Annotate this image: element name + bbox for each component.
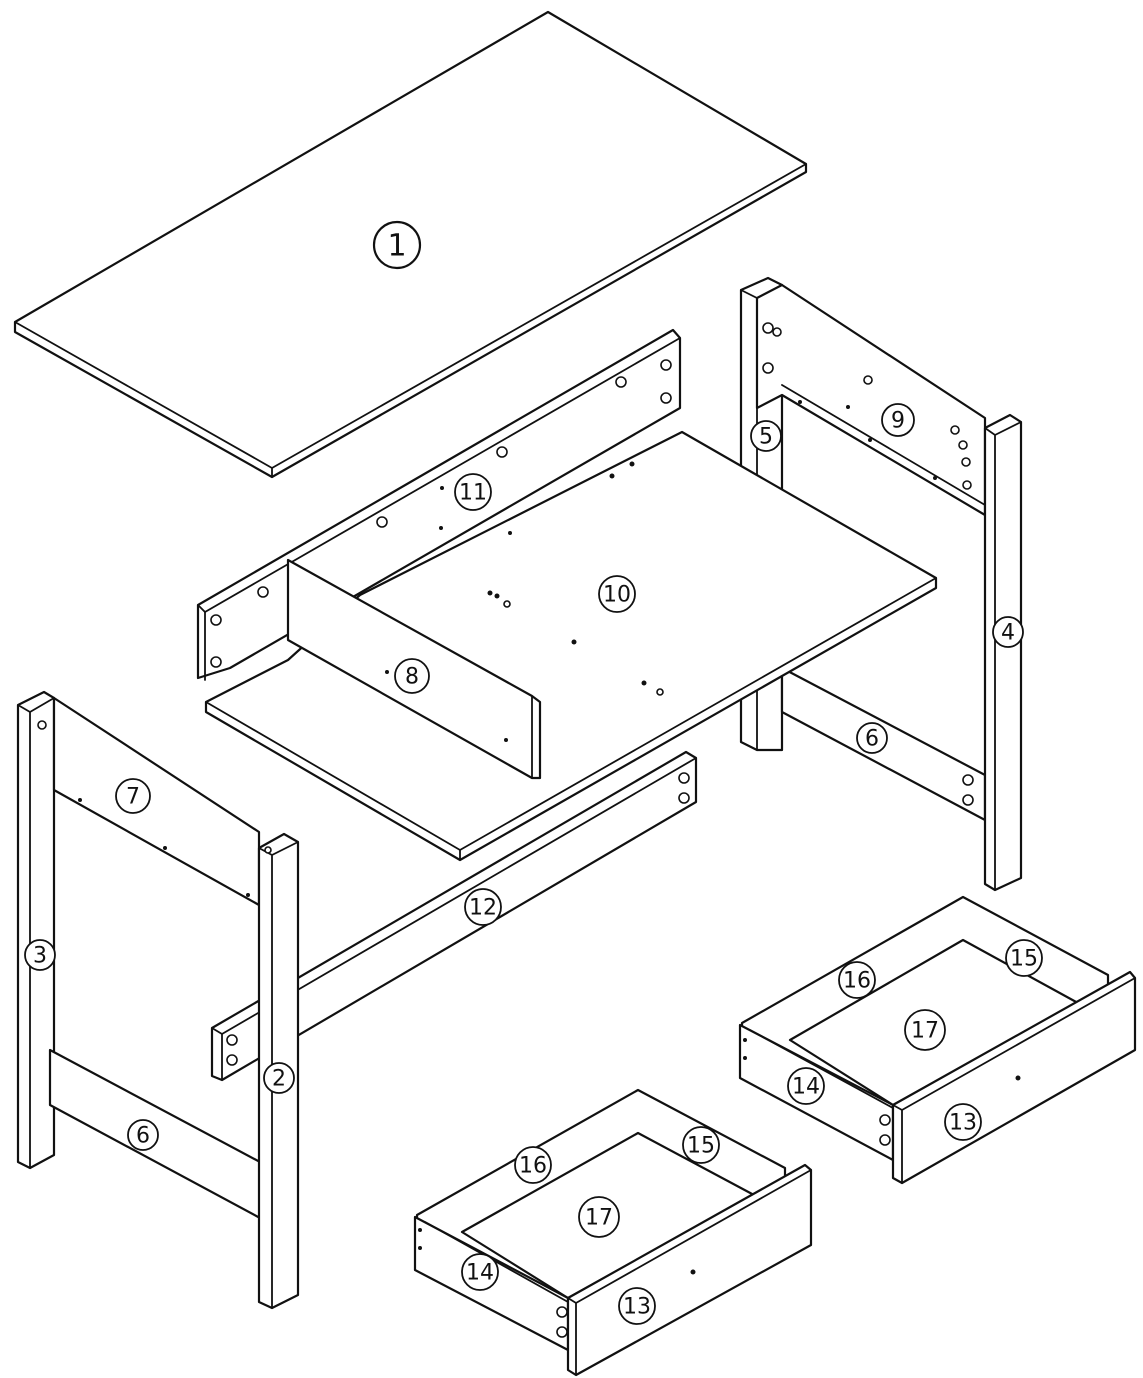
part-7-left-side-panel — [52, 696, 261, 907]
part-4-front-right-leg — [983, 413, 1023, 892]
callout-5: 5 — [750, 420, 782, 452]
svg-text:15: 15 — [1010, 947, 1038, 972]
callout-13-left: 13 — [618, 1287, 656, 1325]
callout-12: 12 — [464, 888, 502, 926]
svg-text:4: 4 — [1001, 621, 1015, 646]
svg-text:7: 7 — [126, 785, 140, 810]
callout-14-left: 14 — [461, 1253, 499, 1291]
part-12-front-rail — [210, 750, 698, 1082]
part-10-shelf-board — [204, 430, 938, 862]
svg-text:17: 17 — [585, 1206, 613, 1231]
callout-17-right: 17 — [904, 1009, 946, 1051]
callout-4: 4 — [992, 616, 1024, 648]
callout-8: 8 — [394, 658, 430, 694]
callout-13-right: 13 — [944, 1103, 982, 1141]
callout-16-left: 16 — [514, 1146, 552, 1184]
svg-text:1: 1 — [387, 229, 406, 264]
callout-9: 9 — [881, 403, 915, 437]
callout-10: 10 — [598, 575, 636, 613]
svg-text:14: 14 — [792, 1075, 820, 1100]
callout-7: 7 — [115, 778, 151, 814]
callout-3: 3 — [24, 939, 56, 971]
callout-16-right: 16 — [838, 961, 876, 999]
svg-text:5: 5 — [759, 425, 773, 450]
callout-6-left: 6 — [127, 1119, 159, 1151]
svg-text:10: 10 — [603, 583, 631, 608]
svg-text:15: 15 — [687, 1134, 715, 1159]
svg-text:14: 14 — [466, 1261, 494, 1286]
callout-15-right: 15 — [1005, 939, 1043, 977]
svg-text:9: 9 — [891, 409, 905, 434]
callout-11: 11 — [454, 473, 492, 511]
svg-text:16: 16 — [843, 969, 871, 994]
callout-6-right: 6 — [856, 722, 888, 754]
callout-17-left: 17 — [578, 1196, 620, 1238]
svg-text:13: 13 — [949, 1111, 977, 1136]
svg-text:16: 16 — [519, 1154, 547, 1179]
svg-text:8: 8 — [405, 665, 419, 690]
svg-text:3: 3 — [33, 944, 47, 969]
callout-2: 2 — [263, 1062, 295, 1094]
callout-14-right: 14 — [787, 1067, 825, 1105]
svg-text:2: 2 — [272, 1067, 286, 1092]
svg-text:13: 13 — [623, 1295, 651, 1320]
callout-1: 1 — [372, 220, 422, 270]
svg-text:6: 6 — [136, 1124, 150, 1149]
callout-15-left: 15 — [682, 1126, 720, 1164]
svg-text:17: 17 — [911, 1019, 939, 1044]
svg-text:11: 11 — [459, 481, 487, 506]
part-9-right-side-panel — [755, 283, 987, 517]
part-3-left-back-leg — [16, 690, 56, 1170]
svg-text:12: 12 — [469, 896, 497, 921]
svg-text:6: 6 — [865, 727, 879, 752]
